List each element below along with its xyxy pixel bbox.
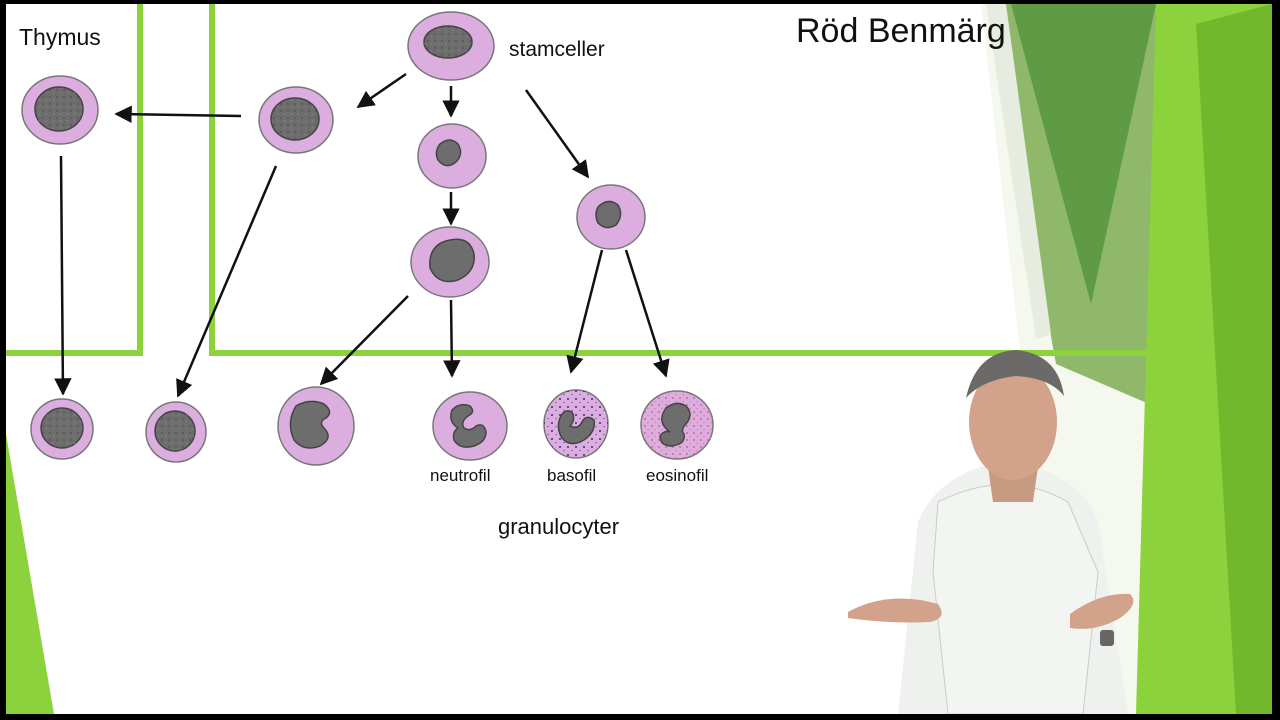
eosinophil-icon [640,390,714,460]
label-granulocyter: granulocyter [498,514,620,539]
arrow-icon [176,165,278,398]
lymphocyte-icon [30,398,94,460]
lymphocyte-icon [145,401,207,463]
label-stamceller: stamceller [509,38,605,61]
granulocyte-progenitor-icon [576,184,646,250]
myelocyte-icon [410,226,490,298]
arrow-icon [319,295,409,386]
basophil-icon [543,389,609,459]
arrow-icon [624,249,670,378]
label-basofil: basofil [547,466,597,485]
arrows [54,72,670,398]
arrow-icon [356,72,407,109]
progenitor-cell-icon [258,86,334,154]
presenter-figure [848,350,1134,714]
label-thymus: Thymus [19,24,101,50]
label-eosinofil: eosinofil [646,466,709,485]
thymus-lymphocyte-icon [21,75,99,145]
arrow-icon [443,299,461,378]
stem-cell-icon [407,11,495,81]
label-neutrofil: neutrofil [430,466,491,485]
slide: Röd Benmärg Thymus stamceller neutrofil … [6,4,1272,714]
arrow-icon [566,249,604,374]
myeloid-progenitor-icon [417,123,487,189]
arrow-icon [54,155,72,396]
arrow-icon [114,105,242,124]
neutrophil-icon [432,391,508,461]
monocyte-icon [277,386,355,466]
region-borders [6,4,1206,356]
slide-title: Röd Benmärg [796,12,1006,50]
arrow-icon [524,89,590,179]
